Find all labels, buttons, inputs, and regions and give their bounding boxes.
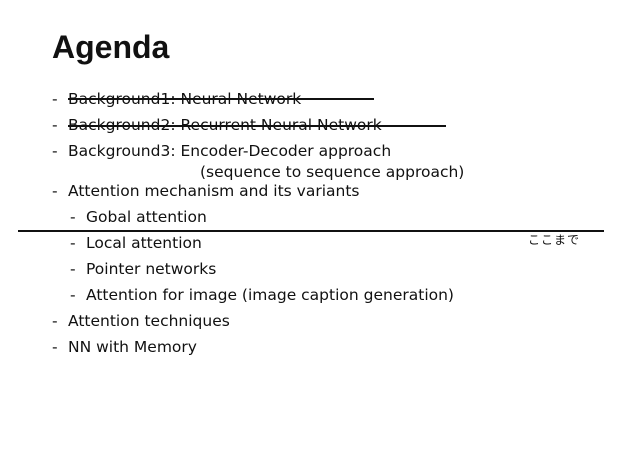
strikethrough-line [68,98,374,100]
agenda-subitem-attention-for-image: -Attention for image (image caption gene… [70,285,454,305]
agenda-item-nn-with-memory: -NN with Memory [52,337,197,357]
agenda-item-attention-techniques: -Attention techniques [52,311,230,331]
bullet-dash: - [70,286,76,304]
progress-note: ここまで [528,233,581,247]
agenda-subitem-text: Local attention [86,234,202,252]
bullet-dash: - [70,260,76,278]
agenda-subitem-text: Attention for image (image caption gener… [86,286,454,304]
slide-title: Agenda [52,29,170,65]
agenda-subitem-pointer-networks: -Pointer networks [70,259,216,279]
bullet-dash: - [52,90,58,108]
agenda-subitem-local-attention: -Local attention [70,233,202,253]
agenda-item-text: Attention techniques [68,312,230,330]
bullet-dash: - [52,182,58,200]
strikethrough-line [68,125,446,127]
agenda-item-text: Background3: Encoder-Decoder approach [68,142,392,160]
agenda-item-continuation: (sequence to sequence approach) [200,163,465,181]
bullet-dash: - [52,338,58,356]
bullet-dash: - [70,208,76,226]
progress-divider-line [18,230,604,232]
agenda-item-attention-mechanism: -Attention mechanism and its variants [52,181,359,201]
agenda-item-text: Attention mechanism and its variants [68,182,360,200]
bullet-dash: - [52,312,58,330]
bullet-dash: - [52,116,58,134]
agenda-item-background3: -Background3: Encoder-Decoder approach [52,141,391,161]
agenda-item-text: NN with Memory [68,338,197,356]
bullet-dash: - [52,142,58,160]
agenda-subitem-text: Pointer networks [86,260,217,278]
bullet-dash: - [70,234,76,252]
agenda-subitem-text: Gobal attention [86,208,207,226]
agenda-subitem-global-attention: -Gobal attention [70,207,207,227]
